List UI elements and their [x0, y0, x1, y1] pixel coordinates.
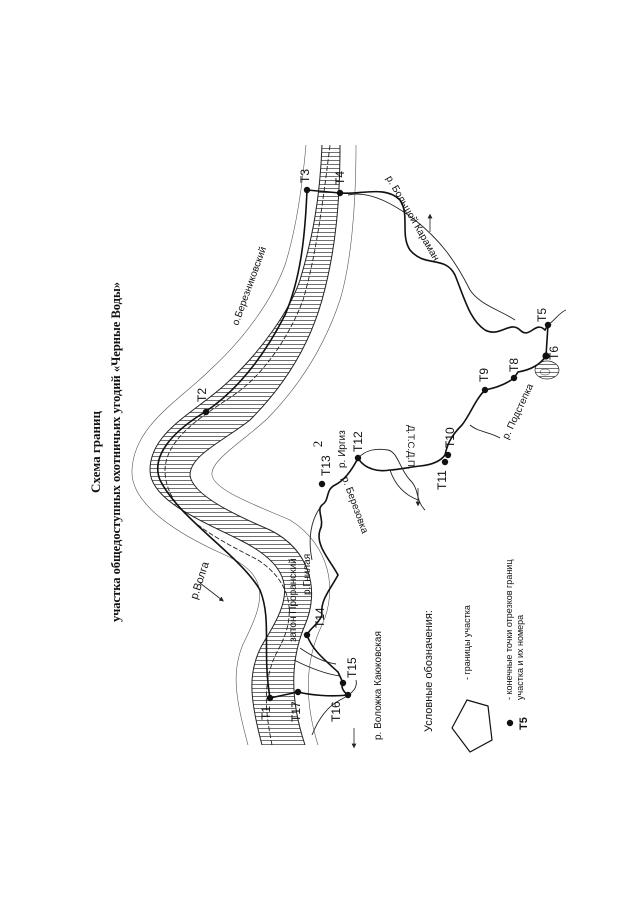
karaman-tail: [547, 309, 567, 326]
title-line-2: участка общедоступных охотничьих угодий …: [109, 282, 123, 622]
point-t10: [444, 451, 452, 459]
point-t4: [336, 189, 344, 197]
volga-flow-arrow: [199, 582, 224, 602]
boundary-points: [202, 186, 552, 702]
point-t8: [510, 374, 518, 382]
point-t3: [303, 186, 311, 194]
label-irgiz: р. Иргиз: [337, 430, 348, 468]
label-t3: Т3: [298, 169, 312, 183]
point-t6: [542, 352, 550, 360]
point-t13: [318, 480, 326, 488]
legend-boundary-symbol: [451, 699, 493, 753]
legend-point-label-line1: - конечные точки отрезков границ: [504, 560, 514, 700]
volga-outer-bank-right: [211, 144, 357, 746]
irgiz-river: [357, 448, 426, 511]
label-t1: Т1: [259, 706, 273, 720]
berezovka-river: [389, 469, 419, 501]
volozhka-river: [311, 679, 357, 736]
point-t14: [303, 631, 311, 639]
volga-bank-left: [149, 144, 323, 746]
point-t5: [544, 321, 552, 329]
point-t16: [344, 691, 352, 699]
label-sdt: Д.Т.С.Д.П.: [405, 425, 416, 470]
label-volga: р.Волга: [188, 560, 212, 601]
legend-point-sample: Т5: [518, 717, 530, 730]
point-t11: [441, 458, 449, 466]
volga-bank-right: [189, 144, 341, 746]
legend-point-label-line2: участка и их номера: [515, 615, 525, 700]
label-t5: Т5: [535, 308, 549, 322]
point-labels: Т1 Т2 Т3 Т4 Т5 Т6 Т8 Т9 Т10 Т11 Т12 Т13 …: [195, 169, 561, 722]
point-t12: [354, 454, 362, 462]
legend: Условные обозначения: - границы участка …: [423, 560, 530, 753]
bolshoy-karaman-river: [347, 193, 516, 321]
title-line-1: Схема границ: [88, 411, 103, 493]
label-berezovka: р. Березовка: [339, 475, 370, 535]
label-t14: Т14: [313, 607, 327, 628]
zaton-channel: [299, 647, 337, 665]
point-t1: [266, 694, 274, 702]
label-t2: Т2: [195, 388, 209, 402]
label-volozhka: р. Воложка Каюковская: [373, 631, 384, 740]
podstepka-river: [469, 424, 501, 439]
point-t15: [339, 679, 347, 687]
point-t9: [481, 386, 489, 394]
volga-midstream: [164, 144, 331, 746]
label-t17: Т17: [289, 701, 303, 722]
label-t6: Т6: [547, 346, 561, 360]
label-t9: Т9: [477, 368, 491, 382]
label-t4: Т4: [333, 171, 347, 185]
point-t2: [202, 408, 210, 416]
settlement-patch: [534, 360, 560, 380]
label-podstepka: р. Подстепка: [501, 382, 537, 441]
volga-river: [131, 144, 357, 746]
label-t16: Т16: [329, 701, 343, 722]
place-labels: р.Волга о.Березниковский р. Большой Кара…: [188, 174, 536, 740]
label-t12: Т12: [351, 431, 365, 452]
legend-title: Условные обозначения:: [423, 610, 435, 732]
legend-boundary-label: - границы участка: [462, 605, 472, 680]
map-title: Схема границ участка общедоступных охотн…: [88, 282, 123, 622]
point-t17: [294, 688, 302, 696]
label-bolshoy-karaman: р. Большой Караман: [383, 174, 441, 263]
label-t8: Т8: [507, 358, 521, 372]
legend-point-symbol: [506, 719, 514, 727]
volga-outer-bank-left: [131, 144, 307, 746]
volga-hatch: [150, 145, 340, 745]
flow-arrows: [351, 213, 433, 749]
label-t10: Т10: [443, 427, 457, 448]
label-bereznikovsky: о.Березниковский: [230, 245, 269, 327]
zaton-channel-2: [293, 659, 341, 677]
minor-rivers: [293, 193, 567, 736]
gnilaya-river: [309, 504, 323, 561]
label-t15: Т15: [345, 657, 359, 678]
label-gnilaya: р.Гнилая: [302, 554, 313, 595]
label-zaton: затон Проранский: [288, 558, 299, 642]
label-t11: Т11: [435, 470, 449, 490]
label-t13: Т13: [319, 455, 333, 476]
